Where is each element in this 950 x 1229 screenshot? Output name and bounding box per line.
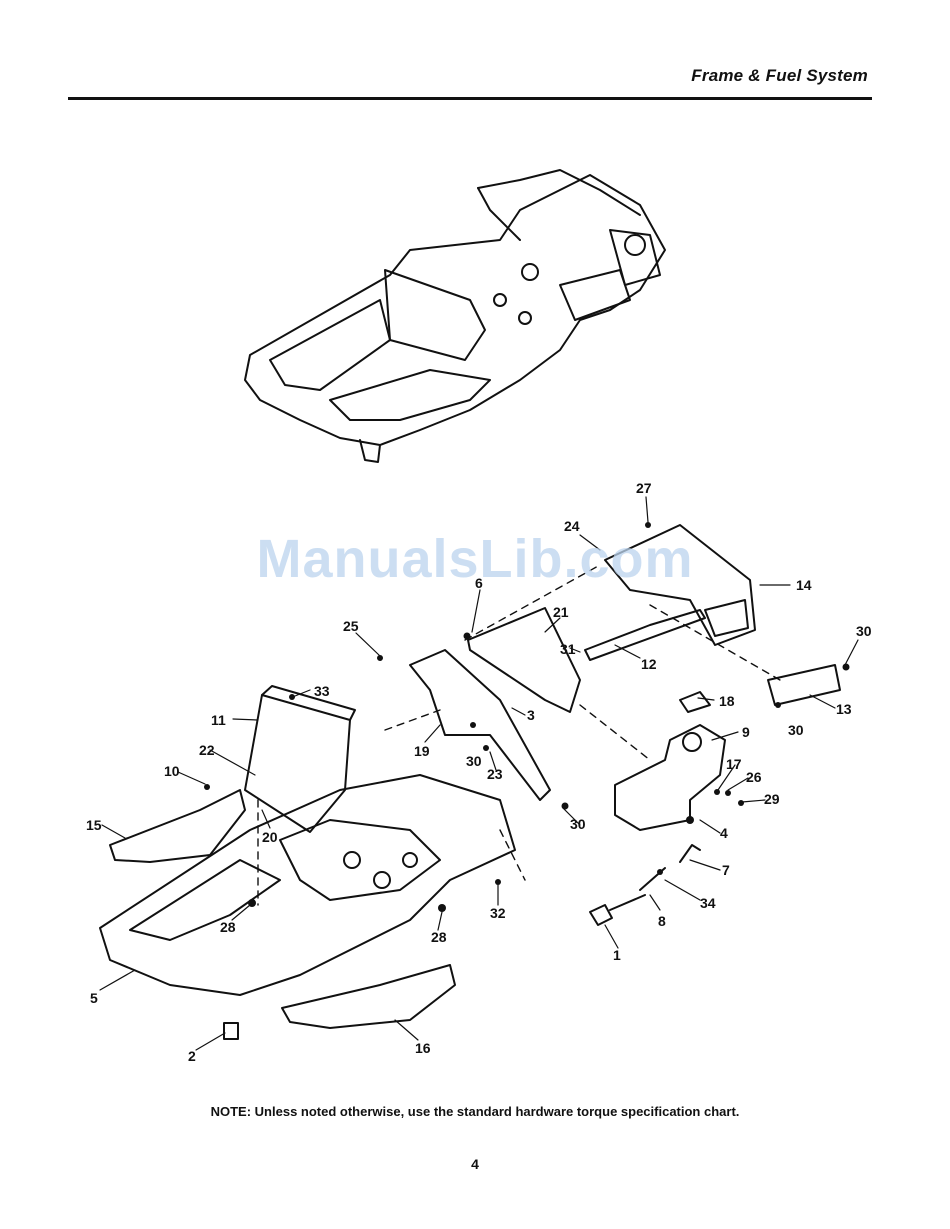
callout: 31 <box>560 641 576 657</box>
callout: 34 <box>700 895 716 911</box>
exploded-parts-illustration <box>100 525 840 1039</box>
callout: 9 <box>742 724 750 740</box>
watermark: ManualsLib.com <box>0 528 950 590</box>
callout: 17 <box>726 756 742 772</box>
callout: 28 <box>220 919 236 935</box>
callout: 21 <box>553 604 569 620</box>
callout: 4 <box>720 825 728 841</box>
callout: 15 <box>86 817 102 833</box>
callout: 16 <box>415 1040 431 1056</box>
callout: 18 <box>719 693 735 709</box>
callout: 3 <box>527 707 535 723</box>
callout: 28 <box>431 929 447 945</box>
callout: 30 <box>788 722 804 738</box>
callout: 20 <box>262 829 278 845</box>
torque-note: NOTE: Unless noted otherwise, use the st… <box>0 1104 950 1119</box>
callout: 8 <box>658 913 666 929</box>
callout: 5 <box>90 990 98 1006</box>
callout: 26 <box>746 769 762 785</box>
callout: 29 <box>764 791 780 807</box>
callout: 12 <box>641 656 657 672</box>
callout: 2 <box>188 1048 196 1064</box>
callout: 33 <box>314 683 330 699</box>
callout: 7 <box>722 862 730 878</box>
callout: 32 <box>490 905 506 921</box>
callout: 30 <box>856 623 872 639</box>
frame-assembly-illustration <box>245 170 665 462</box>
callout: 30 <box>570 816 586 832</box>
callout: 1 <box>613 947 621 963</box>
callout: 11 <box>211 712 226 728</box>
page-number: 4 <box>0 1156 950 1172</box>
callout: 10 <box>164 763 180 779</box>
callout: 23 <box>487 766 503 782</box>
callout: 22 <box>199 742 215 758</box>
callout: 30 <box>466 753 482 769</box>
callout: 25 <box>343 618 359 634</box>
callout: 19 <box>414 743 430 759</box>
callout: 13 <box>836 701 852 717</box>
callout: 27 <box>636 480 652 496</box>
